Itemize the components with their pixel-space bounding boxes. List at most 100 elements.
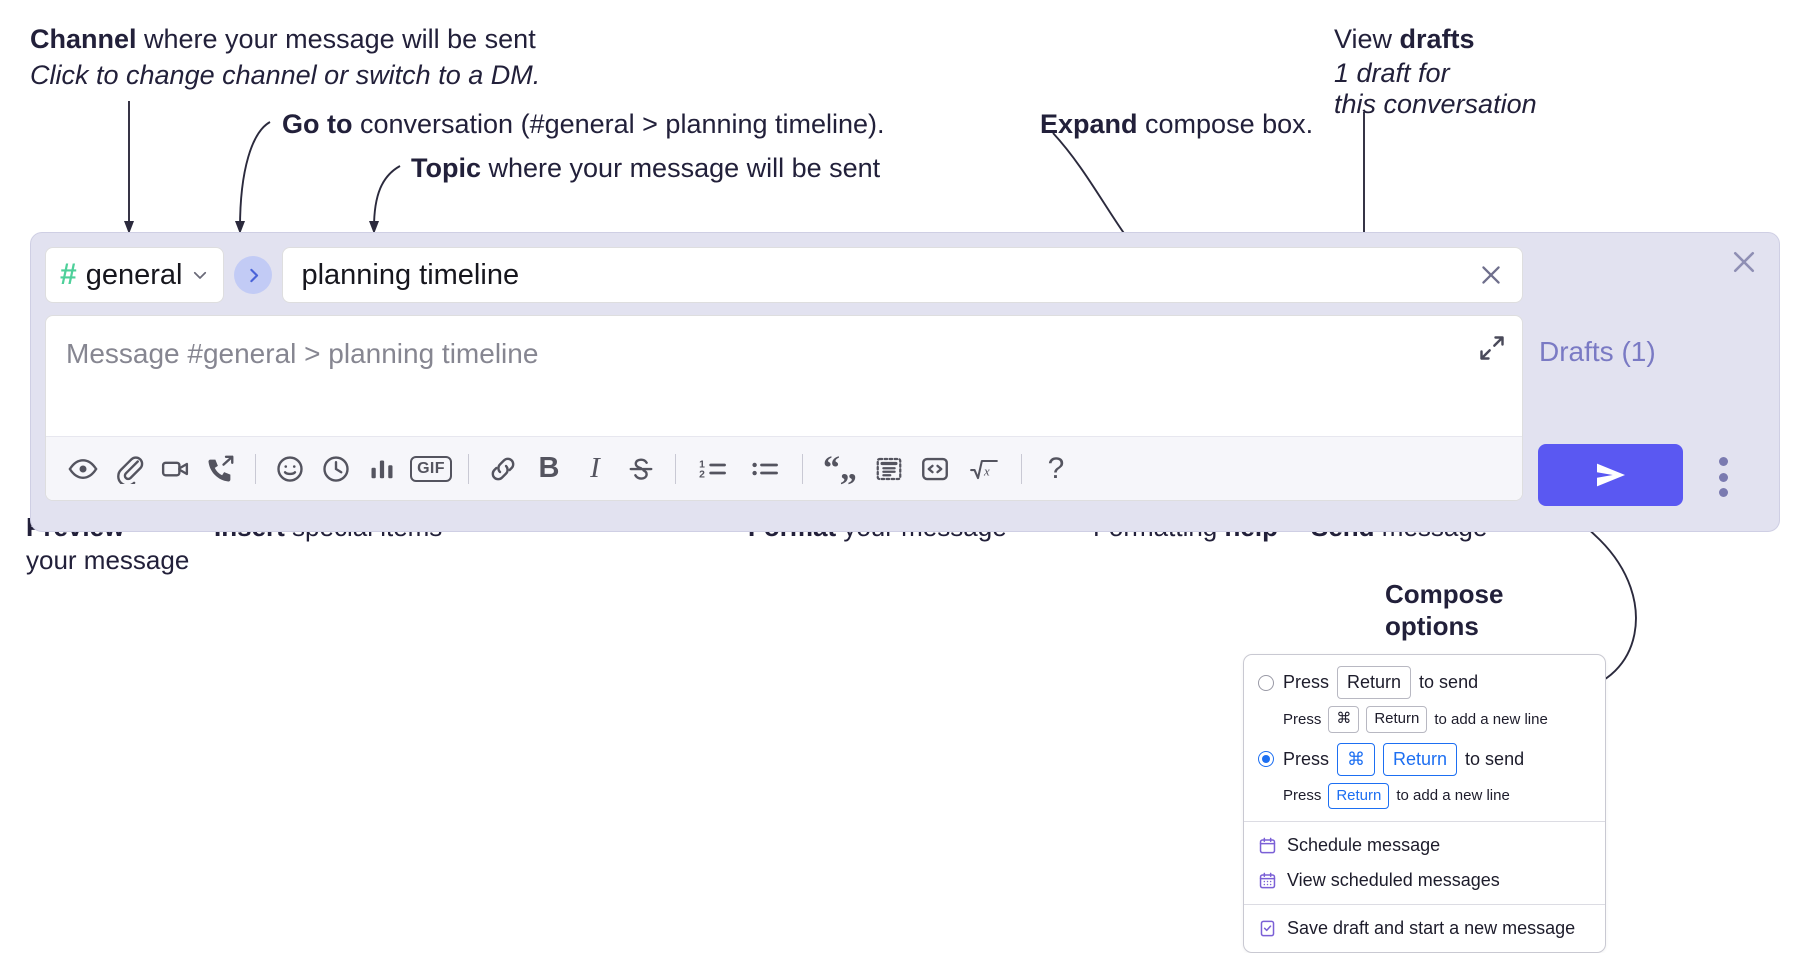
svg-text:1: 1 bbox=[699, 459, 705, 470]
menu-item-view-scheduled[interactable]: View scheduled messages bbox=[1244, 863, 1605, 898]
key-return-sub2: Return bbox=[1328, 782, 1390, 809]
menu-item-save-draft[interactable]: Save draft and start a new message bbox=[1244, 911, 1605, 946]
link-icon bbox=[491, 457, 515, 480]
send-button[interactable] bbox=[1538, 444, 1683, 506]
compose-options-button[interactable] bbox=[1711, 455, 1735, 499]
annotation-expand: Expand compose box. bbox=[1040, 107, 1313, 142]
formatting-toolbar: GIF B I bbox=[46, 436, 1522, 500]
separator-1 bbox=[255, 453, 256, 484]
gif-button[interactable]: GIF bbox=[405, 446, 457, 492]
preview-button[interactable] bbox=[60, 446, 106, 492]
opt2-pre: Press bbox=[1283, 748, 1330, 769]
key-return: Return bbox=[1337, 666, 1412, 699]
send-option-cmd-return-label: Press ⌘ Return to send bbox=[1283, 742, 1524, 776]
separator-4 bbox=[802, 453, 803, 484]
schedule-send-button[interactable] bbox=[313, 446, 359, 492]
formatting-help-button[interactable]: ? bbox=[1033, 446, 1079, 492]
opt1-pre: Press bbox=[1283, 672, 1330, 692]
go-to-conversation-button[interactable] bbox=[234, 256, 273, 294]
clear-topic-button[interactable] bbox=[1478, 262, 1504, 288]
code-button[interactable] bbox=[912, 446, 958, 492]
menu-divider-2 bbox=[1244, 904, 1605, 905]
bold-button[interactable]: B bbox=[526, 446, 572, 492]
annotation-channel-sub: Click to change channel or switch to a D… bbox=[30, 58, 540, 93]
code-block-button[interactable] bbox=[866, 446, 912, 492]
attach-button[interactable] bbox=[106, 446, 152, 492]
opt2-sub-pre: Press bbox=[1283, 787, 1322, 805]
annotation-drafts-italic1: 1 draft for bbox=[1334, 58, 1450, 88]
math-button[interactable]: x bbox=[958, 446, 1010, 492]
key-command: ⌘ bbox=[1328, 706, 1360, 733]
draft-group: Save draft and start a new message bbox=[1244, 905, 1605, 952]
blockquote-button[interactable]: “„ bbox=[814, 446, 866, 492]
radio-cmd-return[interactable] bbox=[1258, 751, 1274, 767]
italic-button[interactable]: I bbox=[572, 446, 618, 492]
quote-icon: “„ bbox=[823, 449, 857, 487]
send-option-return[interactable]: Press Return to send bbox=[1258, 666, 1591, 699]
menu-item-schedule-message[interactable]: Schedule message bbox=[1244, 828, 1605, 863]
annotation-expand-bold: Expand bbox=[1040, 109, 1138, 139]
annotation-drafts-sub2: this conversation bbox=[1334, 87, 1537, 122]
kebab-dot-2 bbox=[1718, 472, 1728, 482]
annotation-topic: Topic where your message will be sent bbox=[411, 151, 880, 186]
key-return-sub: Return bbox=[1366, 706, 1428, 733]
separator-5 bbox=[1021, 453, 1022, 484]
send-option-return-sub: Press ⌘ Return to add a new line bbox=[1283, 706, 1591, 733]
annotation-compose-options-1: Compose bbox=[1385, 578, 1503, 612]
italic-icon: I bbox=[590, 452, 600, 484]
compose-inner: # general planning timeline M bbox=[45, 247, 1523, 501]
bulleted-list-button[interactable] bbox=[739, 446, 791, 492]
channel-name: general bbox=[85, 258, 183, 291]
schedule-group: Schedule message View scheduled messages bbox=[1244, 822, 1605, 904]
annotation-drafts-italic2: this conversation bbox=[1334, 89, 1537, 119]
poll-button[interactable] bbox=[359, 446, 405, 492]
svg-text:x: x bbox=[983, 464, 990, 478]
drafts-link[interactable]: Drafts (1) bbox=[1539, 336, 1656, 367]
opt1-post: to send bbox=[1419, 672, 1479, 692]
annotation-preview-line2: your message bbox=[26, 544, 189, 578]
smiley-icon bbox=[277, 455, 303, 482]
annotation-topic-rest: where your message will be sent bbox=[481, 153, 881, 183]
annotation-topic-bold: Topic bbox=[411, 153, 481, 183]
send-option-cmd-return[interactable]: Press ⌘ Return to send bbox=[1258, 742, 1591, 776]
key-command-main: ⌘ bbox=[1337, 742, 1376, 776]
radio-return[interactable] bbox=[1258, 674, 1274, 691]
paperclip-icon bbox=[117, 455, 144, 484]
annotation-preview-text2: your message bbox=[26, 545, 190, 575]
annotation-goto-rest: conversation (#general > planning timeli… bbox=[352, 109, 885, 139]
opt1-sub-pre: Press bbox=[1283, 710, 1322, 728]
key-return-main: Return bbox=[1383, 742, 1458, 776]
menu-item-view-scheduled-label: View scheduled messages bbox=[1287, 870, 1500, 890]
ordered-list-button[interactable]: 1 2 bbox=[687, 446, 739, 492]
emoji-button[interactable] bbox=[267, 446, 313, 492]
topic-input[interactable]: planning timeline bbox=[282, 247, 1523, 303]
separator-2 bbox=[468, 453, 469, 484]
annotation-goto-bold: Go to bbox=[282, 109, 353, 139]
message-editor[interactable]: Message #general > planning timeline bbox=[45, 315, 1523, 501]
message-placeholder: Message #general > planning timeline bbox=[66, 338, 539, 369]
question-mark-icon: ? bbox=[1047, 451, 1065, 485]
expand-compose-button[interactable] bbox=[1478, 334, 1506, 362]
annotation-compose-options-2: options bbox=[1385, 610, 1479, 644]
audio-clip-button[interactable] bbox=[198, 446, 244, 492]
send-arrow-icon bbox=[1596, 463, 1625, 487]
channel-selector[interactable]: # general bbox=[45, 247, 225, 303]
annotation-channel-bold: Channel bbox=[30, 24, 137, 54]
code-block-icon bbox=[876, 457, 902, 480]
clock-icon bbox=[323, 455, 349, 482]
menu-item-save-draft-label: Save draft and start a new message bbox=[1287, 918, 1576, 938]
phone-forward-icon bbox=[208, 455, 234, 482]
video-clip-button[interactable] bbox=[152, 446, 198, 492]
annotation-compose-options-line2: options bbox=[1385, 611, 1479, 641]
close-compose-button[interactable] bbox=[1729, 247, 1759, 277]
calendar-icon bbox=[1259, 837, 1276, 854]
annotation-goto: Go to conversation (#general > planning … bbox=[282, 107, 885, 142]
annotation-drafts-prefix: View bbox=[1334, 24, 1400, 54]
annotation-drafts-sub1: 1 draft for bbox=[1334, 56, 1450, 91]
gif-icon: GIF bbox=[410, 455, 452, 482]
strikethrough-button[interactable] bbox=[618, 446, 664, 492]
link-button[interactable] bbox=[480, 446, 526, 492]
separator-3 bbox=[675, 453, 676, 484]
eye-icon bbox=[68, 458, 98, 479]
square-root-x-icon: x bbox=[970, 459, 998, 479]
